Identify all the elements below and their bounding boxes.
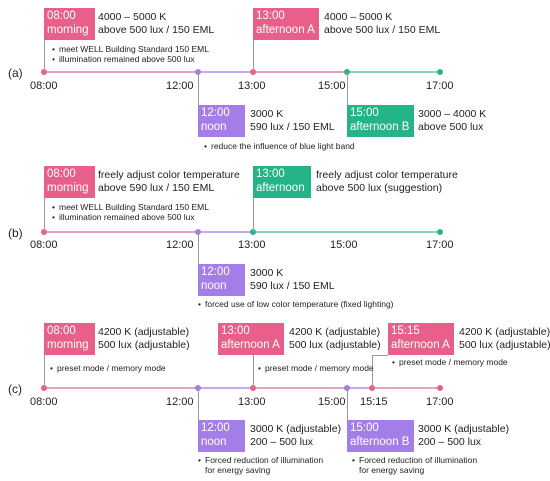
afternoon-a-label-box-c: 13:00 afternoon A (218, 323, 284, 355)
afternoon-a-label-box: 13:00 afternoon A (253, 8, 319, 40)
morning-notes: •meet WELL Building Standard 150 EML •il… (52, 44, 209, 64)
row-a-label: (a) (8, 66, 23, 80)
afternoon-b-label-box: 15:00 afternoon B (347, 105, 414, 137)
morning-label-box: 08:00 morning (44, 8, 95, 40)
afternoon-spec-b: freely adjust color temperature above 50… (316, 169, 458, 194)
afternoon-a-spec-c: 4200 K (adjustable) 500 lux (adjustable) (289, 326, 381, 351)
timeline-c-dot-1300 (250, 385, 256, 391)
noon-notes-c: •Forced reduction of illumination for en… (198, 455, 324, 475)
tick-a-1200: 12:00 (166, 80, 194, 92)
timeline-b-dot-1300 (250, 229, 256, 235)
noon-label-box-c: 12:00 noon (198, 420, 245, 452)
tick-c-1515: 15:15 (360, 396, 388, 408)
timeline-c-dot-0800 (41, 385, 47, 391)
noon-spec-b: 3000 K 590 lux / 150 EML (250, 267, 335, 292)
timeline-c-dot-1700 (437, 385, 443, 391)
tick-c-0800: 08:00 (30, 396, 58, 408)
morning-label-box-c: 08:00 morning (44, 323, 95, 355)
morning-notes-b: •meet WELL Building Standard 150 EML •il… (52, 202, 209, 222)
timeline-b-dot-1700 (437, 229, 443, 235)
tick-a-0800: 08:00 (30, 80, 58, 92)
tick-a-1700: 17:00 (426, 80, 454, 92)
tick-b-1700: 17:00 (426, 239, 454, 251)
afternoon-a-notes-c: •preset mode / memory mode (258, 363, 374, 373)
morning-notes-c: •preset mode / memory mode (50, 363, 166, 373)
morning-spec-c: 4200 K (adjustable) 500 lux (adjustable) (98, 326, 190, 351)
afternoon-a-spec: 4000 – 5000 K above 500 lux / 150 EML (324, 11, 441, 36)
tick-c-1300: 13:00 (238, 396, 266, 408)
noon-notes-b: •forced use of low color temperature (fi… (198, 299, 394, 309)
afternoon-a2-notes-c: •preset mode / memory mode (392, 357, 508, 367)
tick-c-1700: 17:00 (426, 396, 454, 408)
tick-b-1500: 15:00 (330, 239, 358, 251)
afternoon-a2-spec-c: 4200 K (adjustable) 500 lux (adjustable) (459, 326, 550, 351)
tick-c-1500: 15:00 (318, 396, 346, 408)
timeline-b-dot-0800 (41, 229, 47, 235)
noon-label-box-b: 12:00 noon (198, 264, 245, 296)
timeline-a-dot-0800 (41, 69, 47, 75)
timeline-a-dot-1300 (250, 69, 256, 75)
afternoon-a2-label-box-c: 15:15 afternoon A (388, 323, 454, 355)
row-b-label: (b) (8, 226, 23, 240)
tick-a-1300: 13:00 (238, 80, 266, 92)
afternoon-b-label-box-c: 15:00 afternoon B (347, 420, 414, 452)
timeline-c-dot-1515 (369, 385, 375, 391)
noon-notes: •reduce the influence of blue light band (204, 141, 355, 151)
morning-spec-b: freely adjust color temperature above 59… (98, 169, 240, 194)
noon-spec-c: 3000 K (adjustable) 200 – 500 lux (250, 423, 342, 448)
noon-label-box: 12:00 noon (198, 105, 245, 137)
afternoon-label-box-b: 13:00 afternoon (253, 166, 311, 198)
timeline-a-dot-1700 (437, 69, 443, 75)
afternoon-b-spec-c: 3000 K (adjustable) 200 – 500 lux (418, 423, 510, 448)
afternoon-b-notes-c: •Forced reduction of illumination for en… (352, 455, 478, 475)
morning-label-box-b: 08:00 morning (44, 166, 95, 198)
noon-spec: 3000 K 590 lux / 150 EML (250, 108, 335, 133)
afternoon-b-spec: 3000 – 4000 K above 500 lux (418, 108, 487, 133)
tick-a-1500: 15:00 (318, 80, 346, 92)
tick-b-1300: 13:00 (238, 239, 266, 251)
tick-c-1200: 12:00 (166, 396, 194, 408)
tick-b-0800: 08:00 (30, 239, 58, 251)
row-c-label: (c) (8, 382, 22, 396)
morning-spec: 4000 – 5000 K above 500 lux / 150 EML (98, 11, 215, 36)
tick-b-1200: 12:00 (166, 239, 194, 251)
